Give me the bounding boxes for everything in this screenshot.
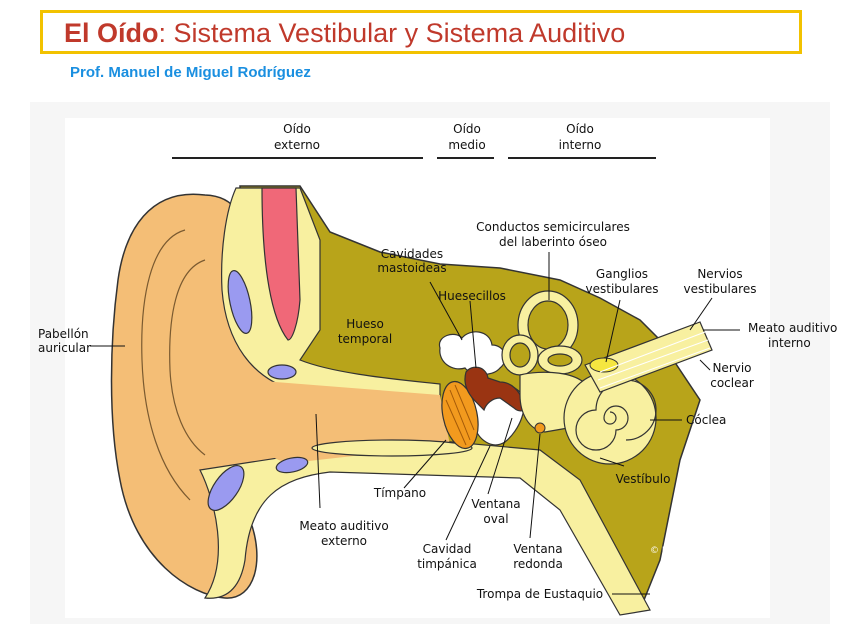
label-hueso-1: Hueso — [346, 317, 384, 331]
label-pabellon-2: auricular — [38, 341, 91, 355]
section-internal-1: Oído — [566, 122, 594, 136]
blue-cartilage-5 — [311, 439, 473, 457]
watermark: © MdM — [650, 546, 683, 556]
label-ganglios-1: Ganglios — [596, 267, 648, 281]
title-bold: El Oído — [64, 18, 159, 48]
title-rest: : Sistema Vestibular y Sistema Auditivo — [158, 18, 626, 48]
label-cavidad-timp-2: timpánica — [417, 557, 477, 571]
label-ventana-redonda-2: redonda — [513, 557, 563, 571]
nerve-lines — [597, 331, 711, 389]
label-conductos-2: del laberinto óseo — [499, 235, 607, 249]
auricle-fold-inner — [169, 259, 206, 456]
label-ventana-redonda-1: Ventana — [513, 542, 562, 556]
label-cavidades-1: Cavidades — [381, 247, 443, 261]
round-window — [534, 422, 546, 434]
label-meato-interno-1: Meato auditivo — [748, 321, 837, 335]
blue-cartilage-3 — [275, 456, 309, 474]
section-headers: Oído externo Oído medio Oído interno — [172, 122, 656, 159]
section-internal-2: interno — [559, 138, 602, 152]
label-conductos-1: Conductos semicirculares — [476, 220, 630, 234]
blue-cartilage-1 — [227, 270, 253, 334]
label-pabellon-1: Pabellón — [38, 327, 89, 341]
title-box — [40, 10, 802, 54]
cochlea-spiral — [575, 379, 657, 451]
blue-cartilage-4 — [207, 465, 245, 511]
tympanum-lines — [445, 384, 475, 446]
blue-cartilage-2 — [267, 364, 297, 380]
leader-lines — [90, 252, 740, 595]
label-cavidad-timp-1: Cavidad — [423, 542, 472, 556]
label-timpano: Tímpano — [373, 486, 426, 500]
semicircular-canals — [501, 290, 583, 376]
label-coclea: Cóclea — [686, 413, 726, 427]
label-cavidades-2: mastoideas — [377, 261, 446, 275]
label-nervios-vest-1: Nervios — [697, 267, 742, 281]
vessel — [261, 187, 301, 341]
label-hueso-2: temporal — [338, 332, 392, 346]
auricle-fold — [141, 229, 191, 501]
internal-meatus — [584, 321, 713, 393]
labels: Pabellón auricular Cavidades mastoideas … — [38, 220, 837, 601]
author-name: Prof. Manuel de Miguel Rodríguez — [70, 64, 311, 81]
label-nervio-coclear-1: Nervio — [712, 361, 751, 375]
label-ganglios-2: vestibulares — [586, 282, 659, 296]
section-middle-1: Oído — [453, 122, 481, 136]
label-meato-interno-2: interno — [768, 336, 811, 350]
label-ventana-oval-1: Ventana — [471, 497, 520, 511]
label-nervio-coclear-2: coclear — [710, 376, 754, 390]
page-title: El Oído: Sistema Vestibular y Sistema Au… — [64, 18, 625, 49]
section-external-1: Oído — [283, 122, 311, 136]
label-nervios-vest-2: vestibulares — [684, 282, 757, 296]
cartilage-lower — [199, 439, 651, 616]
label-meato-externo-1: Meato auditivo — [299, 519, 388, 533]
label-trompa: Trompa de Eustaquio — [476, 587, 603, 601]
label-vestibulo: Vestíbulo — [616, 472, 671, 486]
label-huesecillos: Huesecillos — [438, 289, 506, 303]
vestibular-ganglion — [589, 357, 619, 373]
label-meato-externo-2: externo — [321, 534, 367, 548]
label-ventana-oval-2: oval — [483, 512, 508, 526]
section-external-2: externo — [274, 138, 320, 152]
section-middle-2: medio — [448, 138, 485, 152]
